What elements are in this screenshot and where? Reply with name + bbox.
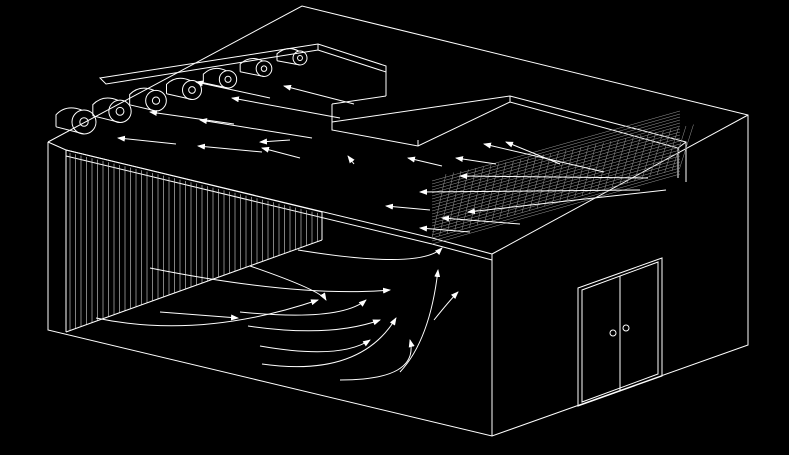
mesh-filter [431,110,694,245]
fan-beam [98,43,387,122]
floor-lines [65,212,323,333]
airflow-arrow [249,265,327,301]
door-handle-right-icon [622,324,630,332]
airflow-arrow [433,291,459,321]
fan-icon [55,107,97,135]
fan-icon [129,87,167,112]
airflow-arrow [231,96,341,119]
slatted-wall [69,152,318,331]
airflow-arrow [159,311,239,321]
airflow-arrow [197,143,263,153]
airflow-arrow [419,225,471,233]
roof-fans [55,48,308,135]
airflow-arrow [149,267,391,294]
airflow-arrow [483,142,605,173]
airflow-arrow [239,299,367,316]
airflow-arrow [261,146,301,159]
airflow-arrow [261,317,397,368]
door-handle-left-icon [609,329,617,337]
airflow-arrow [347,155,355,165]
airflow-arrow [199,118,313,139]
ceiling-plane [65,149,493,261]
fan-icon [92,97,132,124]
airflow-arrow [283,84,355,105]
airflow-arrow [259,339,371,353]
airflow-arrow [117,135,177,145]
airflow-arrow [419,188,641,195]
airflow-arrow [459,173,649,180]
fan-icon [239,57,273,77]
airflow-arrow [385,203,431,211]
airflow-arrow [339,339,415,381]
airflow-arrow [259,138,291,145]
double-door [577,257,663,407]
building-outline [47,5,749,437]
airflow-arrow [399,269,441,373]
airflow-arrow [455,156,497,165]
fan-icon [202,67,238,89]
fan-icon [166,77,202,100]
airflow-arrow [467,189,667,215]
fan-icon [276,48,308,66]
airflow-arrow [297,247,443,261]
airflow-arrow [505,141,561,165]
airflow-arrows [95,80,667,381]
airflow-arrow [95,299,319,327]
airflow-arrow [407,156,443,167]
airflow-arrow [247,319,381,332]
airflow-arrow [149,110,235,125]
airflow-arrow [441,215,521,225]
airflow-arrow [195,80,271,99]
